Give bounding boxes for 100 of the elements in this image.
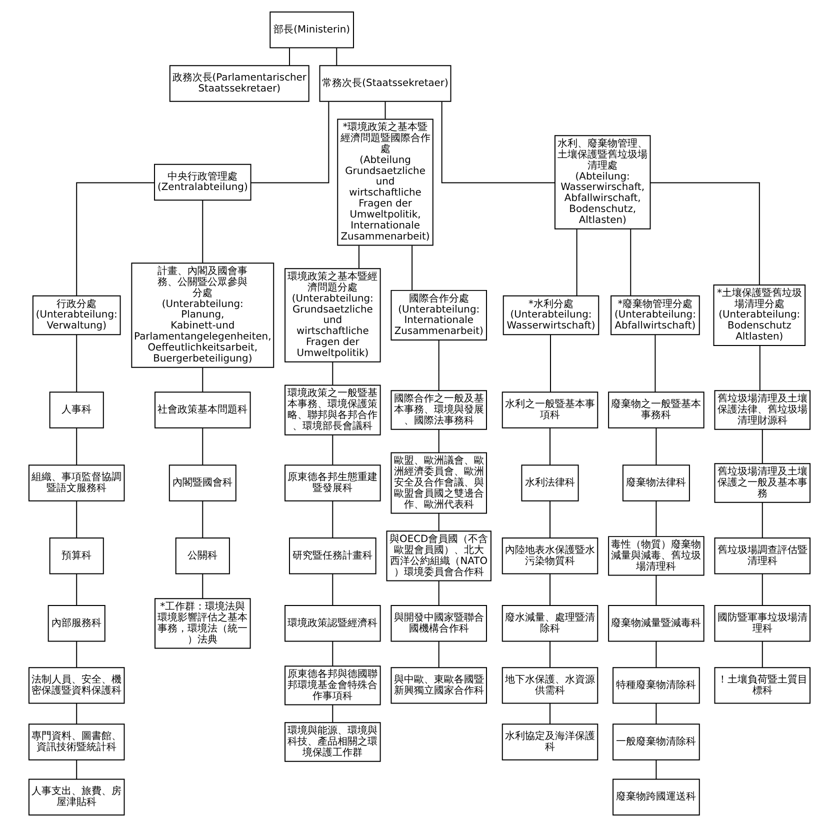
node-box: 國防暨軍事垃圾場清理科	[714, 605, 810, 642]
node-box: 水利、廢棄物管理、土壤保護暨舊垃圾場清理處 (Abteilung: Wasserwirschaft, Abfallwirschaft, Bodenschutz, Altlasten)	[554, 135, 650, 230]
node-box: 研究暨任務計畫科	[288, 538, 376, 574]
connector	[549, 574, 550, 606]
node-box: 國際合作分處 (Unterabteilung: Internationale Zusammenarbeit)	[390, 290, 486, 341]
connector	[332, 362, 333, 386]
connector	[202, 574, 203, 599]
connector	[411, 245, 412, 291]
node-box: 中央行政管理處(Zentralabteilung)	[154, 164, 251, 201]
connector	[358, 245, 359, 269]
node-box: 環境政策之一般暨基本事務、環境保護策略、聯邦與各邦合作、環境部長會議科	[284, 384, 380, 436]
node-box: 常務次長(Staatssekretaer)	[318, 65, 451, 102]
connector	[332, 704, 333, 723]
node-box: 廢棄物減量暨減毒科	[608, 605, 704, 642]
node-box: 舊垃圾場清理及土壤保護之一般及基本事務	[714, 463, 810, 503]
node-box: 計畫、內閣及國會事務、公關暨公眾參與分處 (Unterabteilung: Planung, Kabinett-und Parlamentangelegenheiten, Oeffeutlichkeitsarbeit, Buergerbeteiligung)	[130, 262, 274, 368]
connector	[384, 101, 386, 120]
node-box: 與OECD會員國（不含歐盟會員國）、北大西洋公約組織（NATO）環境委員會合作科	[386, 530, 491, 582]
connector	[332, 500, 333, 538]
connector	[549, 702, 550, 725]
connector	[332, 640, 333, 666]
connector	[630, 228, 631, 296]
connector	[549, 640, 550, 668]
node-box: 一般廢棄物清除科	[612, 724, 700, 760]
connector	[549, 428, 550, 466]
node-box: 環境政策之基本暨經濟問題分處 (Unterabteilung: Grundsaetzliche und wirtschaftliche Fragen der Umweltpolitik)	[284, 268, 380, 362]
connector	[438, 429, 439, 454]
connector	[76, 428, 77, 466]
node-box: 內部服務科	[47, 605, 105, 642]
node-box: 內陸地表水保護暨水污染物質科	[501, 538, 598, 574]
connector	[76, 334, 77, 392]
connector	[761, 640, 762, 668]
node-box: 環境與能源、環境與科技、產品相關之環境保護工作群	[284, 722, 380, 762]
node-box: 行政分處 (Unterabteilung: Verwaltung)	[32, 295, 120, 336]
connector	[655, 760, 656, 780]
connector	[202, 500, 203, 538]
node-box: 內閣暨國會科	[168, 464, 236, 502]
node-box: *廢棄物管理分處 (Unterabteilung: Abfallwirtschaft)	[610, 295, 700, 336]
node-box: 部長(Ministerin)	[269, 12, 354, 48]
node-box: 預算科	[48, 538, 104, 574]
node-box: 與中歐、東歐各國暨新興獨立國家合作科	[390, 667, 486, 704]
connector	[76, 574, 77, 606]
connector	[654, 334, 656, 392]
connector	[76, 500, 77, 538]
connector	[655, 428, 656, 466]
connector	[288, 48, 290, 66]
connector	[438, 640, 439, 668]
connector	[650, 182, 760, 286]
node-box: *土壤保護暨舊垃圾場清理分處 (Unterabteilung: Bodenschutz Altlasten)	[712, 284, 806, 346]
connector	[76, 702, 77, 725]
node-box: 法制人員、安全、機密保護暨資料保護科	[28, 667, 124, 704]
connector	[76, 182, 154, 296]
connector	[761, 429, 762, 464]
connector	[438, 340, 439, 391]
node-box: 人事科	[48, 392, 104, 428]
connector	[440, 101, 555, 184]
connector	[202, 200, 203, 264]
node-box: 舊垃圾場調查評估暨清理科	[714, 538, 810, 574]
connector	[76, 640, 77, 668]
connector	[655, 702, 656, 725]
node-box: ！土壤負荷暨土質目標科	[714, 667, 810, 704]
connector	[655, 574, 656, 606]
node-box: 水利之一般暨基本事項科	[501, 392, 598, 428]
node-box: 組織、事項監督協調暨語文服務科	[28, 464, 124, 502]
node-box: 公關科	[174, 538, 230, 574]
node-box: 國際合作之一般及基本事務、環境與發展、國際法事務科	[390, 390, 486, 430]
node-box: 專門資料、圖書館、資訊技術暨統計科	[28, 724, 124, 760]
node-box: 特種廢棄物清除科	[612, 667, 700, 704]
node-box: 人事支出、旅費、房屋津貼科	[28, 778, 124, 816]
connector	[758, 345, 760, 392]
connector	[202, 367, 203, 392]
connector	[332, 574, 333, 606]
node-box: 歐盟、歐洲議會、歐洲經濟委員會、歐洲安全及合作會議、與歐盟會員國之雙邊合作、歐洲代表科	[390, 452, 486, 514]
connector	[761, 502, 762, 538]
node-box: *工作群：環境法與環境影響評估之基本事務，環境法（統一）法典	[154, 598, 250, 649]
node-box: 毒性（物質）廢棄物減量與減毒、舊垃圾場清理科	[608, 536, 704, 576]
connector	[250, 101, 329, 184]
connector	[576, 228, 577, 296]
connector	[332, 434, 333, 466]
connector	[202, 428, 203, 466]
node-box: 水利協定及海洋保護科	[501, 724, 598, 760]
node-box: 原東德各邦生態重建暨發展科	[284, 464, 380, 502]
connector	[76, 760, 77, 780]
node-box: 與開發中國家暨聯合國機構合作科	[390, 605, 486, 642]
connector	[336, 48, 337, 66]
node-box: 原東德各邦與德國聯邦環境基金會特殊合作事項科	[284, 666, 380, 706]
connector	[655, 640, 656, 668]
node-box: 廢棄物之一般暨基本事務科	[608, 392, 704, 428]
node-box: 地下水保護、水資源供需科	[501, 667, 598, 704]
connector	[438, 512, 439, 532]
node-box: 政務次長(Parlamentarischer Staatssekretaer)	[168, 65, 309, 102]
connector	[549, 500, 550, 538]
node-box: 環境政策認暨經濟科	[284, 605, 380, 642]
node-box: *水利分處 (Unterabteilung: Wasserwirtschaft)	[502, 295, 599, 336]
connector	[761, 574, 762, 606]
node-box: 廢棄物跨國運送科	[612, 778, 700, 816]
node-box: *環境政策之基本暨經濟問題暨國際合作處 (Abteilung Grundsaetzliche und wirtschaftliche Fragen der Umweltpolitik, Internationale Zusammenarbeit)	[336, 118, 433, 246]
connector	[655, 500, 656, 538]
node-box: 廢棄物法律科	[622, 464, 690, 502]
connector	[438, 580, 439, 606]
